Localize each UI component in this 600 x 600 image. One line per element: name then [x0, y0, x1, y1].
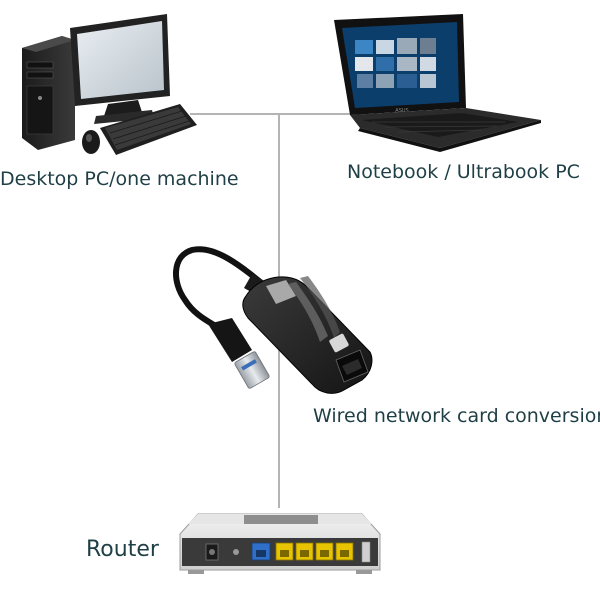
notebook-label: Notebook / Ultrabook PC: [347, 161, 580, 183]
network-card-label: Wired network card conversion: [313, 405, 600, 427]
desktop-computer-icon: [22, 14, 197, 155]
laptop-icon: ASUS: [334, 14, 541, 152]
usb-plug: [234, 351, 270, 389]
svg-text:ASUS: ASUS: [395, 108, 408, 114]
usb-ethernet-adapter-icon: [172, 246, 373, 394]
laptop-screen-tiles: [355, 38, 436, 88]
desktop-label: Desktop PC/one machine: [0, 168, 239, 190]
router-icon: [179, 513, 381, 574]
router-lan-ports: [275, 542, 354, 561]
router-label: Router: [86, 537, 159, 562]
